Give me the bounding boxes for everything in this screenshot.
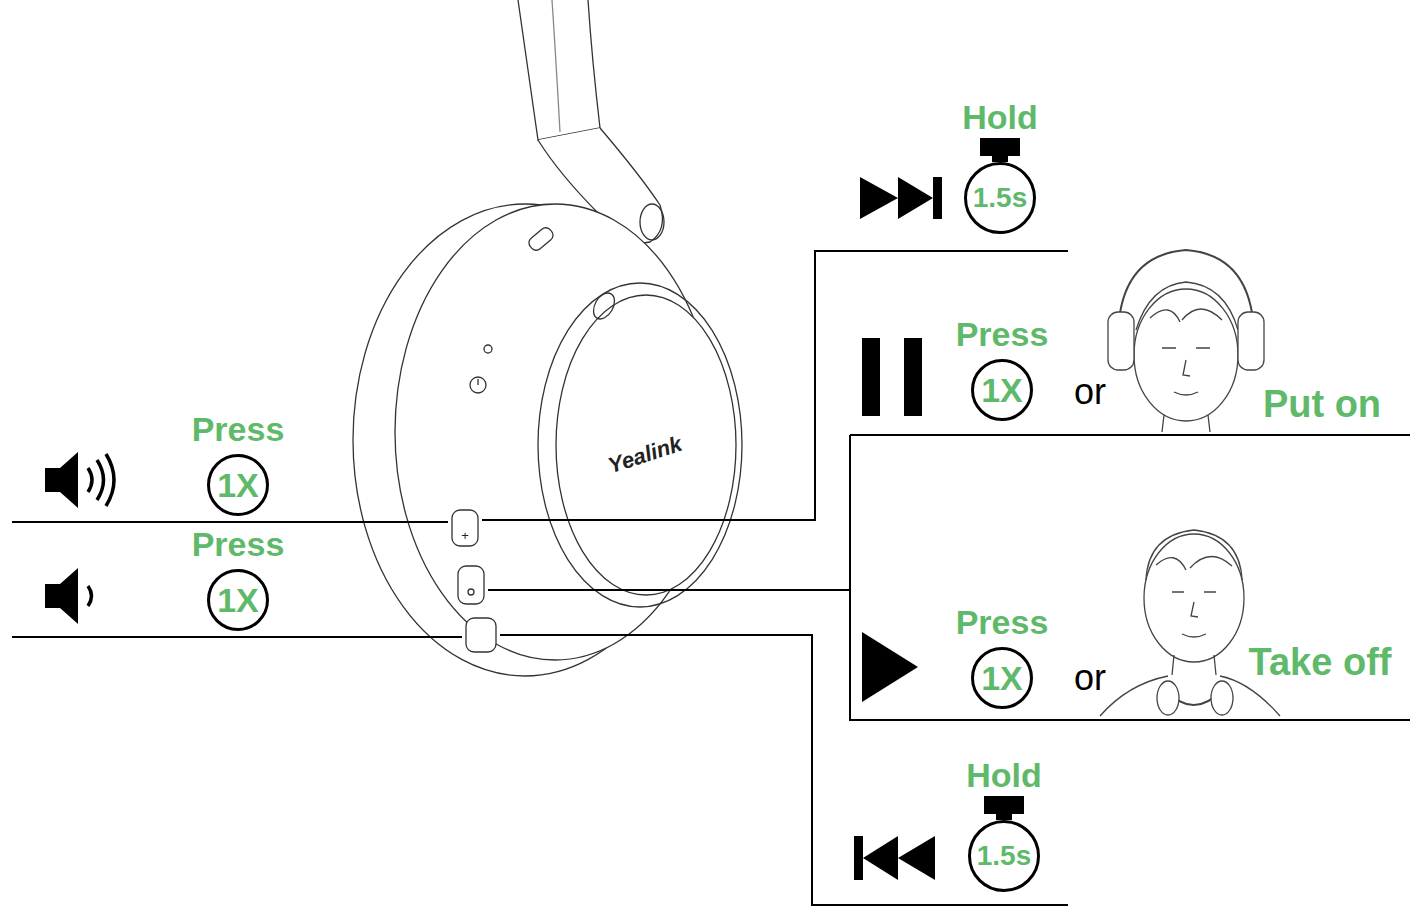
count-circle: 1.5s [964, 162, 1036, 234]
volume-up-icon [45, 452, 78, 508]
hold-duration: 1.5s [973, 182, 1028, 214]
press-count: 1X [217, 466, 259, 505]
led-dot [484, 345, 492, 353]
volume-down-icon [45, 568, 78, 624]
mic-grille [589, 289, 619, 322]
next-track-icon [860, 177, 942, 219]
ear-cup [1108, 312, 1134, 370]
leader-line [12, 636, 462, 638]
neck [1172, 655, 1216, 675]
hair [1136, 282, 1238, 330]
hold-timer: Hold 1.5s [966, 756, 1042, 892]
sound-wave [97, 460, 104, 500]
volume-down-button [466, 618, 496, 652]
count-circle: 1.5s [968, 820, 1040, 892]
or-text: or [1072, 372, 1108, 412]
sound-wave [88, 468, 92, 492]
action-heading: Hold [962, 98, 1038, 136]
action-heading: Press [192, 525, 285, 563]
sound-wave [88, 586, 92, 606]
headband-edge [552, 0, 560, 132]
sound-wave [106, 454, 114, 506]
hold-duration: 1.5s [977, 840, 1032, 872]
face [1134, 289, 1238, 421]
leader-line [12, 521, 448, 523]
cup-ring [538, 283, 742, 607]
action-label: Put on [1261, 384, 1383, 426]
button-dot [468, 589, 474, 595]
leader-line [500, 635, 1068, 905]
action-heading: Hold [966, 756, 1042, 794]
action-label: Take off [1247, 642, 1394, 684]
action-heading: Press [956, 315, 1049, 353]
hold-timer: Hold 1.5s [962, 98, 1038, 234]
hinge [640, 204, 664, 240]
timer-knob [984, 796, 1024, 814]
press-counter: Press 1X [956, 603, 1049, 709]
leader-line [482, 251, 1068, 520]
timer-knob [980, 138, 1020, 156]
brand-logo: Yealink [603, 431, 687, 479]
action-heading: Press [192, 410, 285, 448]
previous-track-icon [854, 836, 935, 880]
ear-cup [1238, 312, 1264, 370]
action-heading: Press [956, 603, 1049, 641]
ear-cup [1211, 681, 1233, 715]
headphone-band [1118, 250, 1254, 335]
volume-up-button [452, 510, 478, 546]
press-counter: Press 1X [192, 525, 285, 631]
button-symbol: + [459, 529, 471, 543]
or-text: or [1072, 658, 1108, 698]
facial-features [1162, 348, 1210, 395]
hair [1146, 530, 1242, 580]
facial-features [1172, 592, 1216, 637]
count-circle: 1X [207, 569, 269, 631]
face [1144, 534, 1244, 662]
ear-cup [1157, 681, 1179, 715]
leader-line [488, 589, 850, 591]
press-counter: Press 1X [192, 410, 285, 516]
count-circle: 1X [207, 454, 269, 516]
press-counter: Press 1X [956, 315, 1049, 421]
count-circle: 1X [971, 647, 1033, 709]
press-count: 1X [981, 659, 1023, 698]
power-icon [477, 379, 478, 385]
pause-icon [862, 338, 922, 416]
slider-switch [527, 225, 556, 252]
headband [518, 0, 600, 140]
cup-plate [556, 295, 736, 595]
play-icon [862, 632, 918, 702]
count-circle: 1X [971, 359, 1033, 421]
section-bracket [850, 435, 1410, 720]
power-button [470, 377, 486, 393]
press-count: 1X [217, 581, 259, 620]
press-count: 1X [981, 371, 1023, 410]
neck [1162, 415, 1210, 432]
multi-function-button [458, 566, 484, 604]
